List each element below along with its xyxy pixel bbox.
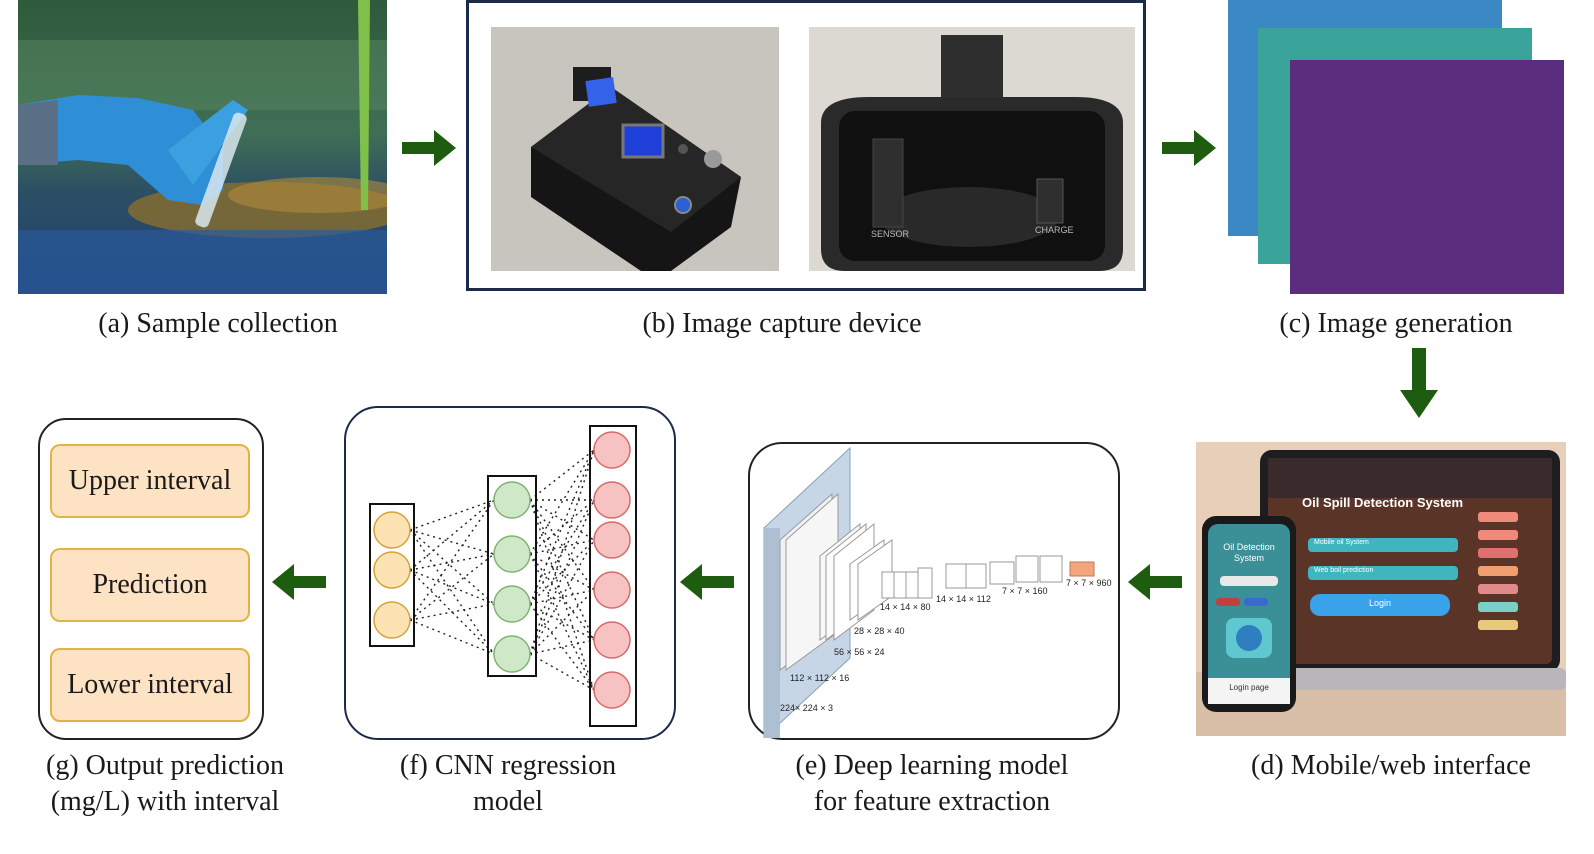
nn-node <box>593 671 631 709</box>
layer-label-1: 224× 224 × 3 <box>780 703 834 713</box>
prediction-box: Prediction <box>50 548 250 622</box>
nn-connection <box>529 449 595 555</box>
image-capture-device-panel: SENSOR CHARGE <box>466 0 1146 291</box>
caption-cnn-regression-line2: model <box>473 786 543 817</box>
nn-connection <box>529 499 595 591</box>
arrow-left-icon <box>1128 564 1182 600</box>
layer-label-5: 14 × 14 × 80 <box>880 602 931 612</box>
caption-output-prediction-line2: (mg/L) with interval <box>50 786 280 817</box>
arrow-left-icon <box>680 564 734 600</box>
nn-connection <box>529 603 595 691</box>
nn-node <box>493 585 531 623</box>
layer-label-4: 28 × 28 × 40 <box>854 626 905 636</box>
nn-connection <box>529 449 595 501</box>
nn-connection <box>409 529 495 555</box>
web-login-button: Login <box>1368 598 1392 608</box>
arrow-left-icon <box>272 564 326 600</box>
phone-login-page-label: Login page <box>1229 683 1269 692</box>
nn-connection <box>409 553 495 621</box>
nn-connection <box>529 499 595 605</box>
device-photo-bottom: SENSOR CHARGE <box>809 27 1135 271</box>
nn-node <box>593 431 631 469</box>
layer-label-6: 14 × 14 × 112 <box>936 594 991 604</box>
layer-label-7: 7 × 7 × 160 <box>1002 586 1048 596</box>
nn-connection <box>409 499 495 531</box>
nn-connection <box>409 603 495 621</box>
sample-collection-photo <box>18 0 387 294</box>
nn-connection <box>409 619 495 655</box>
nn-connection <box>529 553 595 591</box>
device-photo-top <box>491 27 779 271</box>
nn-connection <box>529 539 595 655</box>
nn-node <box>493 635 531 673</box>
nn-node <box>593 521 631 559</box>
generated-image-stack <box>1228 0 1568 300</box>
nn-connection <box>409 499 495 621</box>
nn-node <box>493 481 531 519</box>
nn-connection <box>409 499 495 571</box>
web-app-title: Oil Spill Detection System <box>1302 495 1464 510</box>
layer-label-3: 56 × 56 × 24 <box>834 647 885 657</box>
arrow-right-icon <box>1162 130 1216 166</box>
cnn-regression-model-panel <box>344 406 676 740</box>
generated-image-3 <box>1290 60 1564 294</box>
nn-connection <box>409 553 495 571</box>
nn-connection <box>529 449 595 605</box>
caption-feature-extraction-line2: for feature extraction <box>813 786 1051 817</box>
nn-node <box>373 551 411 589</box>
nn-connection <box>529 539 595 555</box>
mobile-web-interface-photo: Oil Spill Detection System Mobile oil Sy… <box>1196 442 1566 736</box>
caption-image-generation: (c) Image generation <box>1279 308 1513 339</box>
nn-layer-box <box>589 425 637 727</box>
upper-interval-box: Upper interval <box>50 444 250 518</box>
nn-connection <box>529 653 595 691</box>
nn-node <box>593 621 631 659</box>
arrow-right-icon <box>402 130 456 166</box>
nn-connection <box>529 639 595 655</box>
layer-label-2: 112 × 112 × 16 <box>790 673 850 683</box>
nn-node <box>493 535 531 573</box>
nn-connection <box>529 553 595 691</box>
nn-layer-box <box>369 503 415 647</box>
nn-connection <box>529 603 595 641</box>
nn-connection <box>409 529 495 605</box>
sensor-label: SENSOR <box>871 229 910 239</box>
caption-mobile-web-interface: (d) Mobile/web interface <box>1251 750 1531 781</box>
nn-connection <box>409 569 495 655</box>
caption-image-capture-device: (b) Image capture device <box>642 308 922 339</box>
output-prediction-panel: Upper interval Prediction Lower interval <box>38 418 264 740</box>
nn-node <box>593 571 631 609</box>
arrow-down-icon <box>1400 348 1438 418</box>
nn-node <box>373 511 411 549</box>
caption-sample-collection: (a) Sample collection <box>98 308 338 339</box>
phone-app-title: Oil Detection System <box>1223 542 1275 563</box>
caption-feature-extraction-line1: (e) Deep learning model <box>795 750 1069 781</box>
nn-connection <box>409 569 495 605</box>
lower-interval-box: Lower interval <box>50 648 250 722</box>
feature-extraction-model-panel: 224× 224 × 3 112 × 112 × 16 56 × 56 × 24… <box>748 442 1120 740</box>
layer-label-8: 7 × 7 × 960 <box>1066 578 1112 588</box>
nn-connection <box>409 529 495 655</box>
caption-cnn-regression-line1: (f) CNN regression <box>399 750 617 781</box>
nn-connection <box>529 499 595 641</box>
web-field-2: Web boil prediction <box>1314 567 1374 574</box>
nn-connection <box>529 499 595 655</box>
nn-connection <box>529 589 595 605</box>
nn-node <box>373 601 411 639</box>
neural-network-diagram <box>369 425 637 727</box>
caption-output-prediction-line1: (g) Output prediction <box>46 750 284 781</box>
nn-connection <box>529 499 595 555</box>
charge-label: CHARGE <box>1035 225 1074 235</box>
nn-layer-box <box>487 475 537 677</box>
nn-connection <box>529 499 595 541</box>
nn-node <box>593 481 631 519</box>
web-field-1: Mobile oil System <box>1314 539 1369 546</box>
